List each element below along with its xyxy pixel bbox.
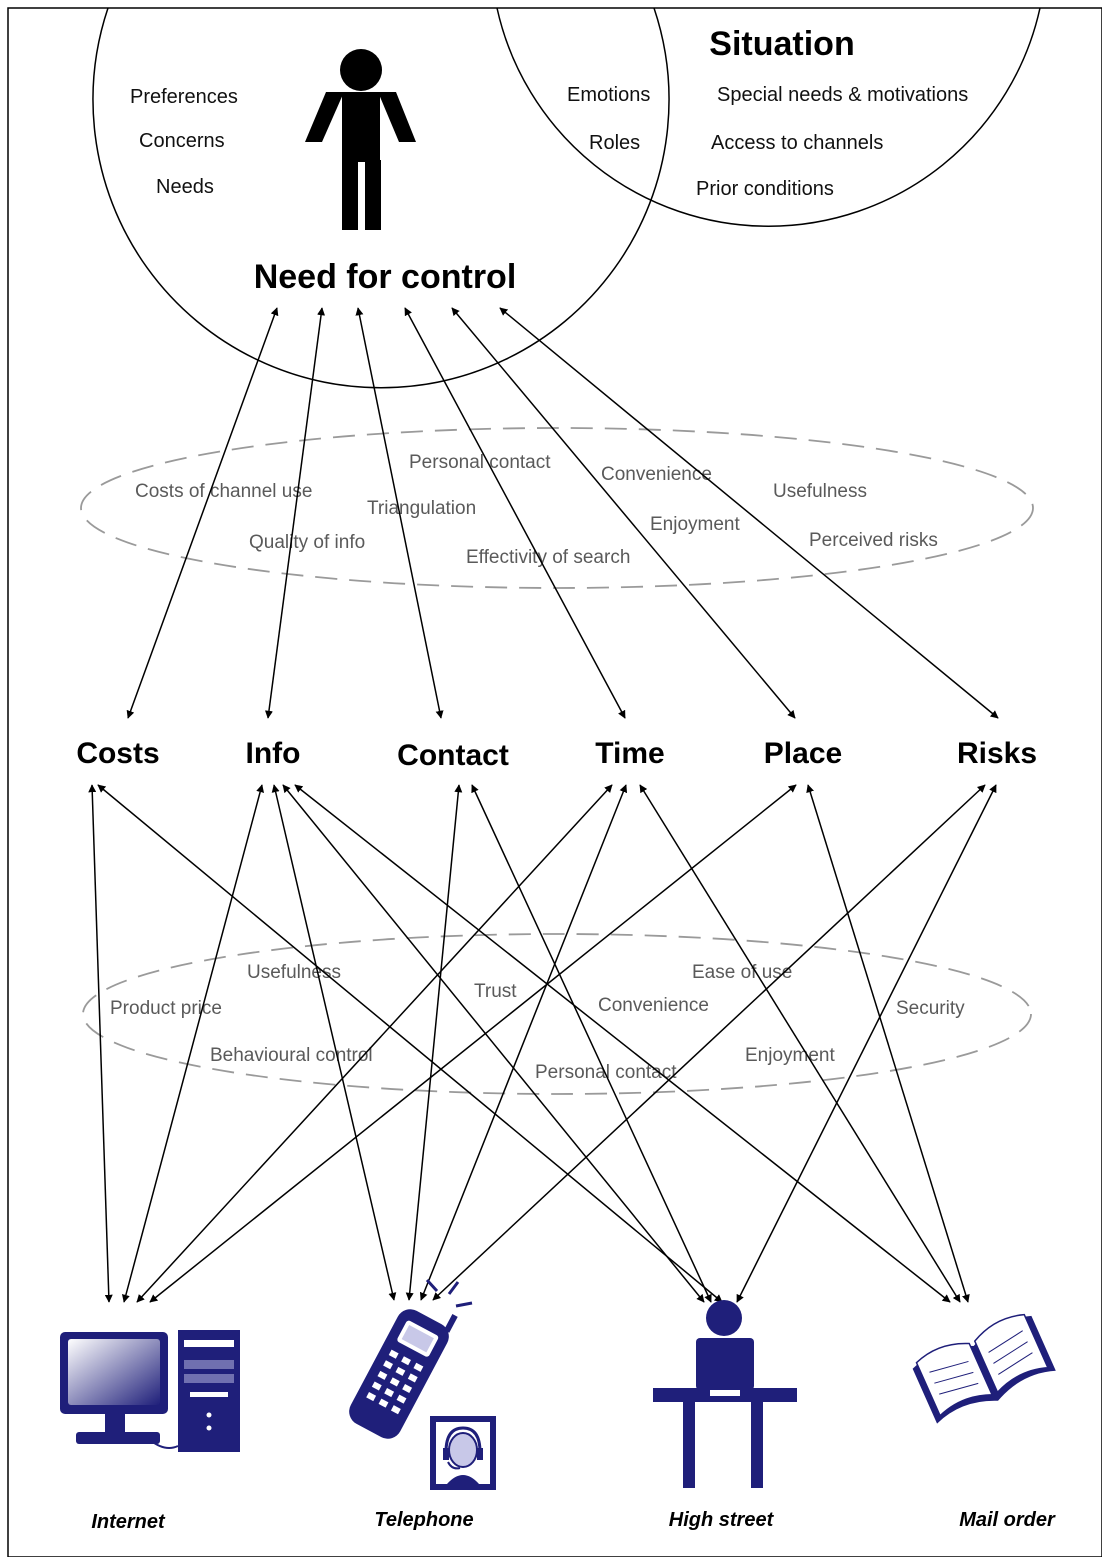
upper-factor: Perceived risks [809, 530, 938, 551]
catalogue-book-icon [912, 1313, 1056, 1424]
upper-factor: Quality of info [249, 532, 365, 553]
arrow [499, 307, 999, 719]
lower-arrows [88, 784, 997, 1303]
dimension-risks: Risks [957, 737, 1037, 770]
page-frame [7, 7, 1102, 1557]
arrow [471, 784, 712, 1303]
arrow [806, 784, 970, 1303]
arrow [126, 307, 279, 719]
arrow [136, 784, 613, 1303]
lower-factor: Enjoyment [745, 1045, 835, 1066]
person-factor: Needs [156, 176, 214, 198]
upper-factor: Triangulation [367, 498, 476, 519]
upper-factor: Enjoyment [650, 514, 740, 535]
person-factor: Concerns [139, 130, 225, 152]
arrow [432, 784, 986, 1301]
arrow [121, 784, 265, 1303]
computer-icon [60, 1330, 240, 1452]
channel-internet: Internet [91, 1511, 166, 1533]
upper-arrows [126, 307, 999, 719]
lower-factor: Ease of use [692, 962, 792, 983]
lower-factor: Product price [110, 998, 222, 1019]
dimension-contact: Contact [397, 739, 509, 772]
situation-circle [496, 7, 1041, 227]
situation-item: Roles [589, 132, 640, 154]
arrow [88, 784, 113, 1303]
channel-high-street: High street [669, 1509, 775, 1531]
channel-telephone: Telephone [374, 1509, 473, 1531]
upper-factor: Personal contact [409, 452, 551, 473]
lower-factor: Convenience [598, 995, 709, 1016]
arrow [282, 784, 705, 1303]
need-for-control-title: Need for control [254, 258, 517, 296]
arrow [264, 307, 326, 719]
arrow [639, 784, 961, 1303]
arrow [149, 784, 797, 1303]
person-figure-icon [305, 49, 416, 230]
dimension-time: Time [595, 737, 664, 770]
shop-clerk-icon [653, 1300, 797, 1488]
lower-factor: Behavioural control [210, 1045, 373, 1066]
dimension-info: Info [246, 737, 301, 770]
arrow [451, 307, 796, 719]
situation-item: Prior conditions [696, 178, 834, 200]
dimension-place: Place [764, 737, 842, 770]
arrow [736, 784, 997, 1303]
dimension-costs: Costs [76, 737, 159, 770]
situation-item: Special needs & motivations [717, 84, 968, 106]
situation-item: Emotions [567, 84, 650, 106]
arrow [97, 784, 723, 1303]
mobile-phone-icon [349, 1278, 473, 1439]
lower-factor: Personal contact [535, 1062, 677, 1083]
lower-factor: Security [896, 998, 965, 1019]
upper-factor: Usefulness [773, 481, 867, 502]
arrow [294, 784, 951, 1303]
call-center-agent-icon [430, 1416, 496, 1490]
upper-factor: Costs of channel use [135, 481, 312, 502]
upper-factor: Convenience [601, 464, 712, 485]
person-factor: Preferences [130, 86, 238, 108]
lower-factor: Trust [474, 981, 517, 1002]
lower-factor: Usefulness [247, 962, 341, 983]
situation-title: Situation [709, 25, 854, 63]
channel-mail-order: Mail order [959, 1509, 1056, 1531]
upper-factor: Effectivity of search [466, 547, 630, 568]
situation-item: Access to channels [711, 132, 883, 154]
